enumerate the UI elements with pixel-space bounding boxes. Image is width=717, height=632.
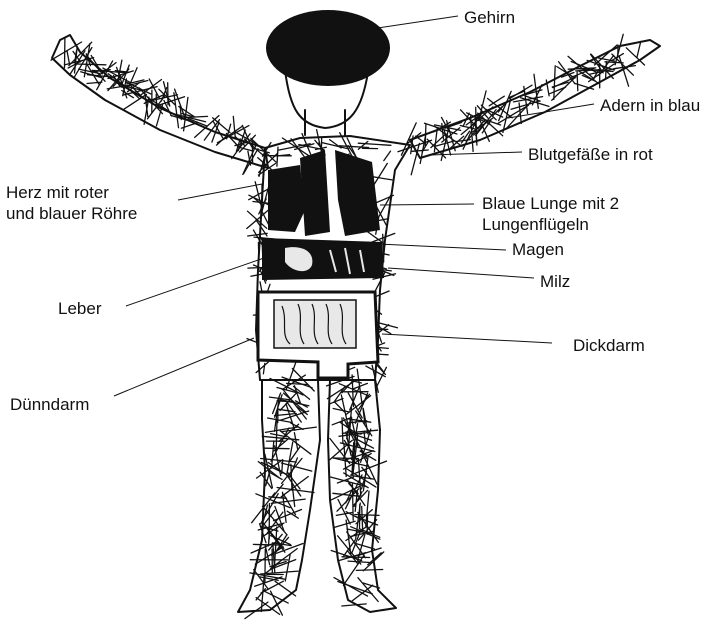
- leader-lunge: [380, 204, 474, 205]
- leader-leber: [126, 258, 264, 306]
- hatch-stroke: [233, 116, 235, 138]
- hatch-stroke: [256, 589, 265, 600]
- hatch-stroke: [67, 51, 70, 65]
- leader-duenndarm: [114, 338, 254, 396]
- hatch-stroke: [294, 433, 297, 449]
- label-duenndarm: Dünndarm: [10, 394, 89, 415]
- heart: [268, 165, 305, 232]
- hatch-stroke: [372, 177, 392, 180]
- label-leber: Leber: [58, 298, 101, 319]
- label-herz-line-1: Herz mit roter: [6, 182, 137, 203]
- hatch-stroke: [285, 554, 290, 581]
- leader-milz: [388, 268, 534, 278]
- hatch-stroke: [292, 478, 295, 506]
- hatch-stroke: [276, 420, 277, 450]
- hatch-stroke: [124, 94, 146, 109]
- leader-blutgefaesse: [430, 152, 522, 155]
- hatch-stroke: [637, 41, 641, 57]
- hatch-stroke: [356, 570, 382, 571]
- lung-right: [335, 150, 380, 236]
- label-herz: Herz mit roter und blauer Röhre: [6, 182, 137, 224]
- neck: [305, 110, 345, 135]
- hatch-stroke: [412, 150, 428, 151]
- hatch-stroke: [550, 87, 566, 94]
- hatch-stroke: [269, 531, 270, 546]
- hatch-stroke: [272, 441, 274, 468]
- leader-magen: [378, 244, 506, 250]
- hatch-stroke: [352, 484, 353, 521]
- stomach: [262, 238, 384, 280]
- hatch-stroke: [342, 418, 343, 443]
- hatch-stroke: [355, 515, 379, 516]
- lung-left: [300, 150, 330, 236]
- hatch-stroke: [615, 34, 623, 65]
- label-herz-line-2: und blauer Röhre: [6, 203, 137, 224]
- label-milz: Milz: [540, 271, 570, 292]
- leader-dickdarm: [382, 334, 552, 343]
- hatch-stroke: [384, 151, 391, 161]
- hatch-stroke: [258, 243, 259, 261]
- hatch-stroke: [268, 418, 292, 423]
- hatch-stroke: [253, 544, 282, 545]
- label-lunge-line-2: Lungenflügeln: [482, 214, 619, 235]
- head-hair: [266, 10, 390, 86]
- label-lunge-line-1: Blaue Lunge mit 2: [482, 193, 619, 214]
- label-blutgefaesse: Blutgefäße in rot: [528, 144, 653, 165]
- organs: [258, 150, 384, 378]
- hatch-stroke: [277, 147, 278, 166]
- hatch-stroke: [460, 126, 474, 129]
- hatch-stroke: [554, 66, 555, 100]
- label-adern: Adern in blau: [600, 95, 700, 116]
- leader-gehirn: [378, 16, 458, 28]
- label-magen: Magen: [512, 239, 564, 260]
- hatch-stroke: [333, 493, 360, 496]
- hatch-stroke: [263, 363, 264, 373]
- label-gehirn: Gehirn: [464, 7, 515, 28]
- hatch-stroke: [275, 527, 277, 565]
- leader-herz: [178, 184, 262, 200]
- label-lunge: Blaue Lunge mit 2 Lungenflügeln: [482, 193, 619, 235]
- label-dickdarm: Dickdarm: [573, 335, 645, 356]
